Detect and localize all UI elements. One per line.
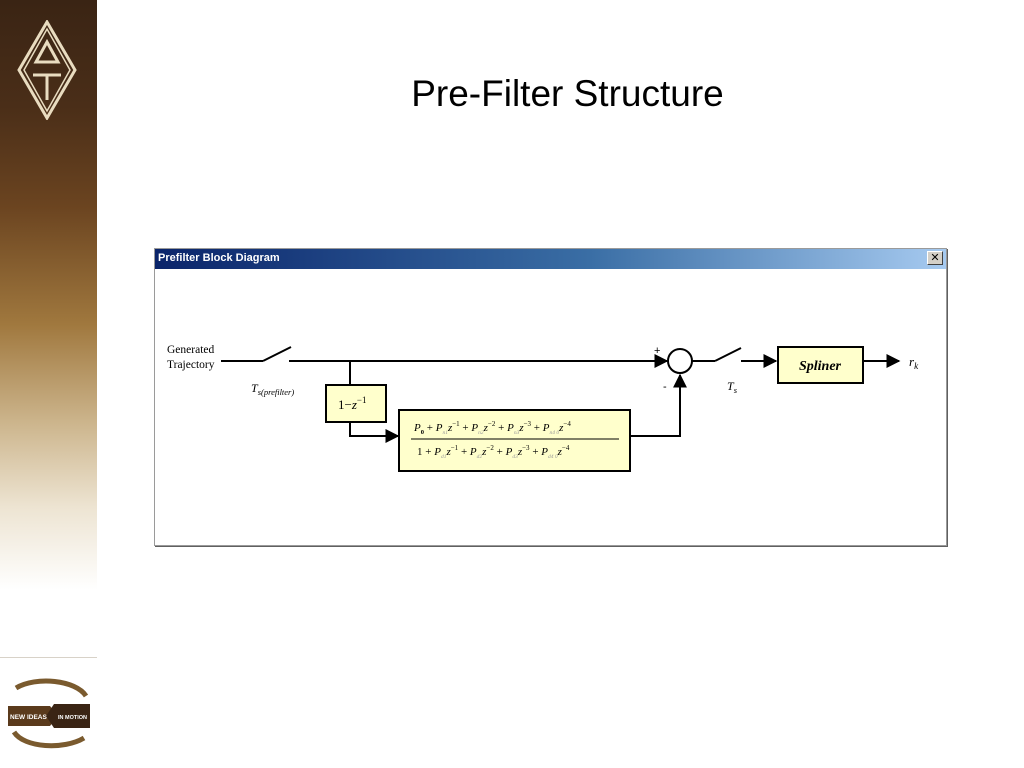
logo-text-in-motion: IN MOTION: [58, 715, 87, 721]
sum-minus-sign: -: [663, 381, 667, 393]
close-icon: ✕: [930, 251, 940, 264]
spliner-block: [777, 346, 864, 384]
output-label: rk: [909, 354, 919, 371]
logo-text-new-ideas: NEW IDEAS: [10, 714, 48, 721]
diamond-logo-icon: [17, 20, 77, 120]
transfer-function-block: [398, 409, 631, 472]
difference-block: [325, 384, 387, 423]
transfer-function-denominator: 1 + Pd1z−1 + Pd2z−2 + Pd3z−3 + Pd4 0z−4: [417, 441, 570, 460]
prefilter-sample-time-label: Ts(prefilter): [251, 381, 294, 397]
difference-block-label: 1−z−1: [338, 395, 366, 412]
window-titlebar[interactable]: Prefilter Block Diagram ✕: [155, 249, 946, 269]
footer-divider: [0, 657, 97, 658]
sampler-switch: [714, 347, 742, 362]
transfer-function-numerator: P0 + Pn1z−1 + Pn2z−2 + Pn3z−3 + Pn4 0z−4: [413, 417, 571, 437]
prefilter-sampler-switch: [262, 346, 292, 362]
sample-time-label: Ts: [727, 379, 738, 395]
sum-plus-sign: +: [654, 345, 660, 357]
close-button[interactable]: ✕: [927, 251, 943, 265]
input-label-line2: Trajectory: [167, 359, 215, 371]
new-ideas-in-motion-logo: NEW IDEAS IN MOTION: [8, 678, 90, 749]
filter-to-sum-wire: [630, 373, 687, 437]
block-diagram: Generated Trajectory Ts(prefilter) 1−z−1…: [167, 344, 919, 472]
diff-to-filter-wire: [349, 422, 400, 443]
window-title: Prefilter Block Diagram: [158, 252, 280, 264]
summing-junction: [667, 348, 693, 374]
prefilter-window: Prefilter Block Diagram ✕ Generated Traj…: [154, 248, 947, 546]
page-title: Pre-Filter Structure: [411, 73, 724, 114]
input-label-line1: Generated: [167, 344, 214, 356]
spliner-label: Spliner: [799, 359, 842, 374]
